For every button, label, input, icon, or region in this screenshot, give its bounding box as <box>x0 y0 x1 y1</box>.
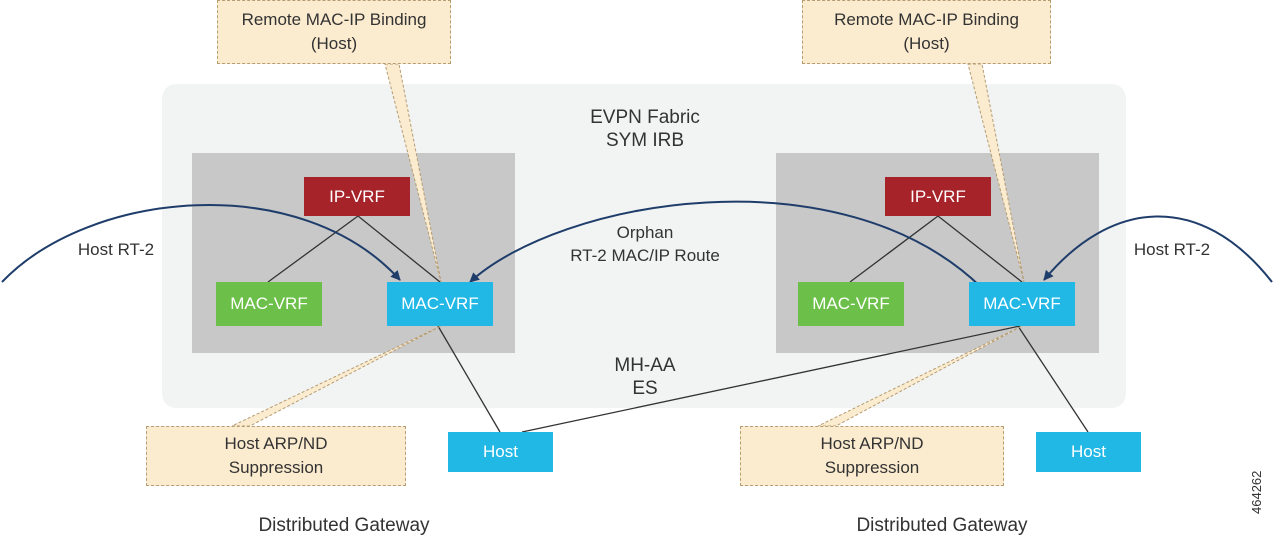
host-rt2-label-left: Host RT-2 <box>77 240 155 259</box>
mac-vrf-blue-left: MAC-VRF <box>387 282 493 326</box>
ip-vrf-left: IP-VRF <box>304 177 410 216</box>
callout-remote-binding-left: Remote MAC-IP Binding (Host) <box>217 0 451 64</box>
link-left-macvrf-host <box>437 325 501 433</box>
link-right-macvrf-host <box>1017 325 1089 433</box>
orphan-route-label: Orphan RT-2 MAC/IP Route <box>570 223 720 265</box>
callout-pointer-bottom-right <box>817 325 1023 427</box>
caption-distributed-gateway-right: Distributed Gateway <box>856 515 1028 536</box>
link-mh-aa-es <box>521 325 1021 433</box>
host-right: Host <box>1036 432 1141 472</box>
host-left: Host <box>448 432 553 472</box>
fabric-title: EVPN Fabric SYM IRB <box>590 107 700 151</box>
host-rt2-arrow-left <box>1 204 401 283</box>
link-ipvrf-macvrf-blue-left <box>357 215 441 283</box>
figure-id: 464262 <box>1249 470 1264 514</box>
callout-pointer-top-left <box>384 63 442 283</box>
caption-distributed-gateway-left: Distributed Gateway <box>258 515 430 536</box>
host-rt2-label-right: Host RT-2 <box>1133 240 1211 259</box>
link-ipvrf-macvrf-blue-right <box>937 215 1023 283</box>
callout-arp-suppression-right: Host ARP/ND Suppression <box>740 426 1004 486</box>
mac-vrf-green-left: MAC-VRF <box>216 282 322 326</box>
host-rt2-arrow-right <box>1043 215 1273 283</box>
ip-vrf-right: IP-VRF <box>885 177 991 216</box>
callout-remote-binding-right: Remote MAC-IP Binding (Host) <box>802 0 1051 64</box>
mac-vrf-blue-right: MAC-VRF <box>969 282 1075 326</box>
link-ipvrf-macvrf-green-right <box>849 215 939 283</box>
mac-vrf-green-right: MAC-VRF <box>798 282 904 326</box>
orphan-route-arrow <box>469 200 983 289</box>
callout-pointer-top-right <box>967 63 1025 283</box>
mh-aa-es-label: MH-AA ES <box>614 355 676 399</box>
callout-pointer-bottom-left <box>231 325 442 427</box>
link-ipvrf-macvrf-green-left <box>267 215 359 283</box>
callout-arp-suppression-left: Host ARP/ND Suppression <box>146 426 406 486</box>
